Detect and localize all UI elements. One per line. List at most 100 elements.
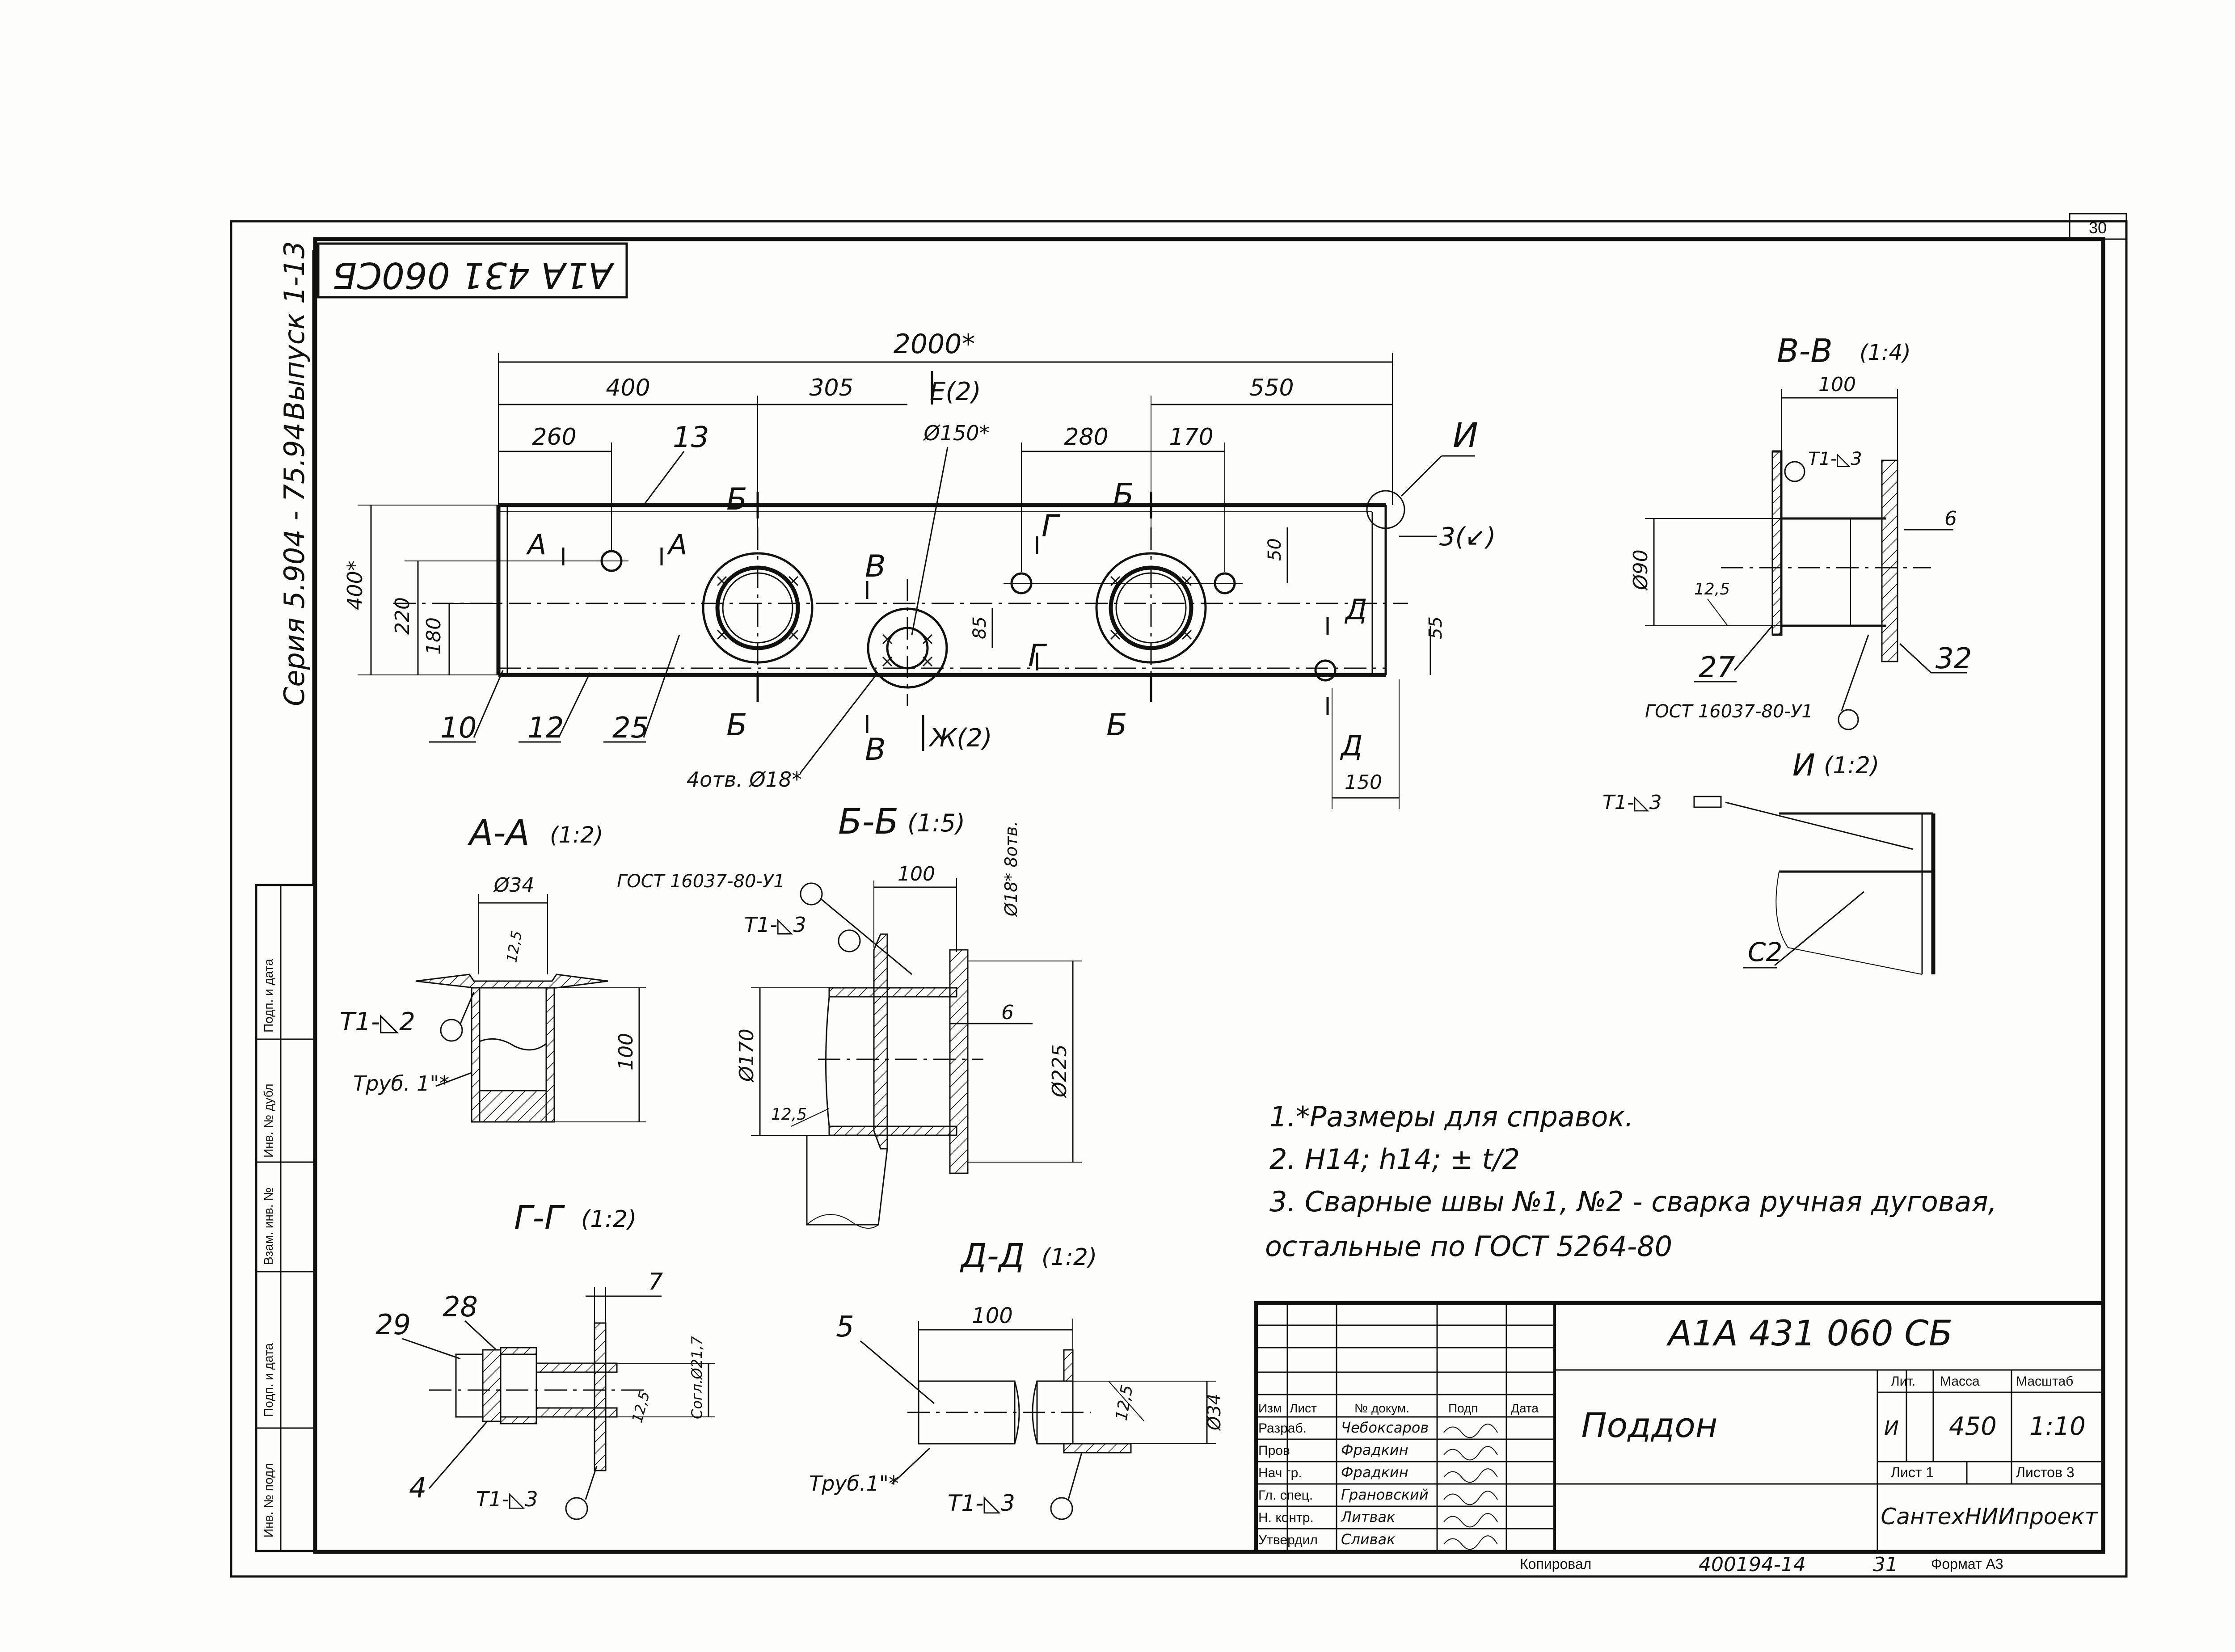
svg-text:Лист: Лист — [1290, 1401, 1317, 1415]
svg-text:(1:2): (1:2) — [550, 822, 603, 848]
svg-text:6: 6 — [1001, 1001, 1014, 1024]
svg-text:550: 550 — [1249, 375, 1294, 401]
svg-text:400*: 400* — [343, 560, 367, 610]
svg-text:Ø34: Ø34 — [1204, 1394, 1225, 1431]
section-i: И (1:2) Т1-◺3 С2 — [1602, 748, 1936, 975]
svg-text:450: 450 — [1949, 1412, 1997, 1441]
svg-text:25: 25 — [612, 712, 649, 745]
svg-text:Б: Б — [726, 708, 747, 743]
footer: Копировал 400194-14 31 Формат А3 — [1520, 1553, 2003, 1576]
notes: 1.*Размеры для справок. 2. Н14; h14; ± t… — [1265, 1100, 1997, 1263]
left-strip: Инв. № подл Подп. и дата Взам. инв. № Ин… — [255, 884, 316, 1552]
svg-text:280: 280 — [1064, 424, 1108, 451]
svg-text:3(↙): 3(↙) — [1439, 523, 1496, 552]
svg-text:Г: Г — [1028, 638, 1047, 674]
svg-text:12,5: 12,5 — [628, 1389, 653, 1424]
svg-text:Д-Д: Д-Д — [960, 1237, 1025, 1275]
part-name: Поддон — [1581, 1405, 1718, 1445]
svg-text:Т1-◺3: Т1-◺3 — [476, 1487, 538, 1511]
svg-text:Взам. инв. №: Взам. инв. № — [261, 1188, 275, 1265]
svg-text:Б: Б — [1106, 708, 1127, 743]
svg-text:Утвердил: Утвердил — [1258, 1533, 1318, 1547]
svg-text:Труб. 1"*: Труб. 1"* — [353, 1071, 450, 1096]
svg-text:1:10: 1:10 — [2029, 1412, 2086, 1441]
svg-text:150: 150 — [1345, 771, 1382, 794]
svg-text:4: 4 — [409, 1471, 426, 1504]
svg-text:Ø90: Ø90 — [1629, 549, 1652, 591]
svg-text:260: 260 — [532, 424, 576, 451]
svg-text:2. Н14; h14; ± t/2: 2. Н14; h14; ± t/2 — [1269, 1143, 1520, 1176]
stamp-box — [317, 242, 628, 299]
svg-text:Подп. и дата: Подп. и дата — [261, 959, 275, 1032]
svg-text:И: И — [1453, 415, 1478, 455]
svg-text:остальные по ГОСТ 5264-80: остальные по ГОСТ 5264-80 — [1265, 1230, 1672, 1263]
svg-text:Изм: Изм — [1258, 1401, 1282, 1415]
title-block: Изм Лист № докум. Подп Дата Разраб. Чебо… — [1254, 1301, 2105, 1554]
svg-text:220: 220 — [391, 597, 414, 635]
svg-text:Формат А3: Формат А3 — [1931, 1556, 2003, 1572]
svg-text:85: 85 — [970, 616, 990, 639]
svg-text:27: 27 — [1699, 651, 1735, 684]
svg-text:170: 170 — [1169, 424, 1213, 451]
section-vv: В-В (1:4) 100 Ø90 12,5 6 Т1-◺3 27 32 ГОС… — [1629, 332, 1972, 730]
section-bb: Б-Б (1:5) ГОСТ 16037-80-У1 Т1-◺3 100 Ø18… — [617, 802, 1082, 1229]
svg-text:Инв. № подл: Инв. № подл — [261, 1463, 275, 1538]
svg-text:29: 29 — [375, 1308, 411, 1341]
doc-code: А1А 431 060 СБ — [1666, 1314, 1952, 1354]
svg-text:3. Сварные швы №1, №2 - сварка: 3. Сварные швы №1, №2 - сварка ручная ду… — [1269, 1185, 1997, 1218]
svg-text:Т1-◺3: Т1-◺3 — [744, 913, 806, 937]
svg-text:С2: С2 — [1748, 937, 1782, 967]
svg-text:100: 100 — [898, 863, 935, 885]
svg-text:В: В — [865, 732, 886, 767]
svg-text:12,5: 12,5 — [503, 930, 525, 964]
svg-text:А-А: А-А — [467, 813, 530, 853]
section-gg: Г-Г (1:2) 7 29 28 Согл.Ø21,7 12,5 4 Т1-◺… — [375, 1199, 715, 1520]
svg-text:12,5: 12,5 — [771, 1105, 807, 1124]
svg-text:Н. контр.: Н. контр. — [1258, 1510, 1314, 1525]
svg-text:Нач гр.: Нач гр. — [1258, 1466, 1302, 1480]
svg-text:Листов 3: Листов 3 — [2016, 1464, 2075, 1480]
svg-text:Инв. № дубл: Инв. № дубл — [261, 1083, 275, 1158]
svg-text:В: В — [865, 549, 886, 584]
svg-text:СантехНИИпроект: СантехНИИпроект — [1881, 1504, 2098, 1530]
svg-text:55: 55 — [1425, 616, 1446, 639]
svg-text:Б-Б: Б-Б — [838, 802, 898, 842]
svg-text:7: 7 — [648, 1268, 663, 1295]
svg-text:Чебоксаров: Чебоксаров — [1341, 1419, 1429, 1436]
svg-text:Ø18* 8отв.: Ø18* 8отв. — [1001, 821, 1021, 917]
svg-text:28: 28 — [443, 1290, 478, 1323]
svg-text:12: 12 — [527, 712, 564, 745]
svg-text:Ø170: Ø170 — [735, 1028, 758, 1083]
svg-text:Т1-◺3: Т1-◺3 — [1808, 449, 1862, 469]
svg-text:Ø225: Ø225 — [1048, 1044, 1071, 1098]
svg-text:Масса: Масса — [1940, 1374, 1980, 1389]
issue-label: Выпуск 1-13 — [278, 241, 311, 420]
svg-text:Г-Г: Г-Г — [514, 1199, 565, 1237]
main-view: 2000* 400 305 550 260 280 170 13 400* 22… — [343, 329, 1496, 809]
svg-text:А: А — [526, 528, 546, 561]
svg-text:И: И — [1792, 748, 1815, 783]
svg-text:6: 6 — [1944, 507, 1957, 530]
svg-text:Лит.: Лит. — [1891, 1374, 1915, 1389]
svg-text:(1:2): (1:2) — [581, 1206, 637, 1233]
svg-text:Грановский: Грановский — [1341, 1486, 1429, 1503]
svg-text:Лист 1: Лист 1 — [1891, 1464, 1934, 1480]
section-aa: А-А (1:2) Ø34 100 12,5 Т1-◺2 Труб. 1"* — [340, 813, 646, 1123]
svg-text:400: 400 — [606, 375, 650, 401]
svg-text:10: 10 — [440, 712, 477, 745]
svg-text:Дата: Дата — [1511, 1401, 1539, 1415]
svg-text:ГОСТ 16037-80-У1: ГОСТ 16037-80-У1 — [617, 871, 785, 892]
svg-text:Фрадкин: Фрадкин — [1341, 1441, 1408, 1458]
svg-text:Г: Г — [1042, 509, 1061, 544]
svg-text:32: 32 — [1936, 642, 1972, 675]
svg-text:И: И — [1884, 1417, 1899, 1440]
corner-box — [2069, 213, 2127, 240]
svg-text:31: 31 — [1873, 1553, 1898, 1576]
svg-text:Подп. и дата: Подп. и дата — [261, 1343, 275, 1417]
pos-13: 13 — [673, 421, 709, 454]
svg-text:Подп: Подп — [1448, 1401, 1478, 1415]
svg-text:Согл.Ø21,7: Согл.Ø21,7 — [688, 1336, 705, 1419]
svg-text:Литвак: Литвак — [1341, 1509, 1396, 1526]
svg-text:№ докум.: № докум. — [1354, 1401, 1409, 1415]
